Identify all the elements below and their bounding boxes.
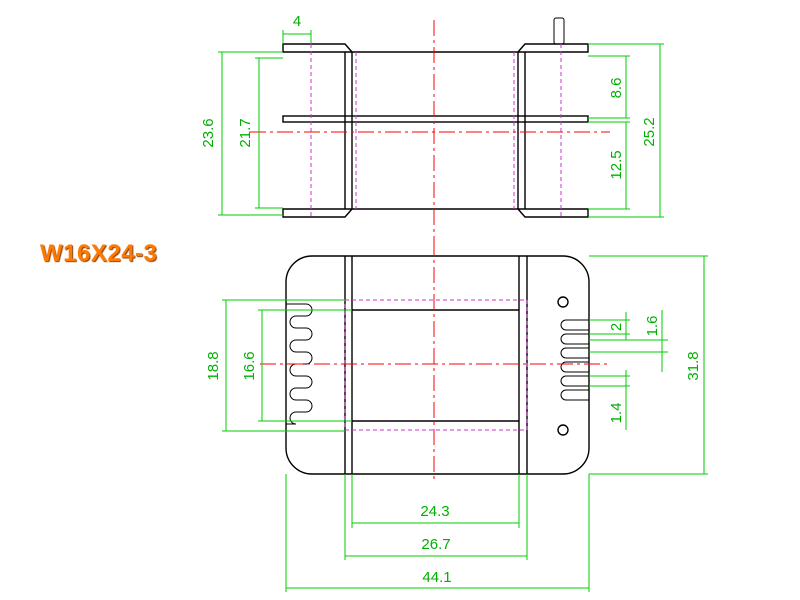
middle-divider [282, 115, 589, 123]
dimension-window-height: 18.8 [205, 299, 345, 432]
top-view: 18.8 16.6 2 1.6 1.4 [205, 240, 708, 592]
dimension-flange-tab-width: 4 [282, 13, 312, 44]
dim-label: 21.7 [237, 118, 254, 147]
dimension-overall-height-left: 23.6 [200, 51, 283, 216]
dimension-pin-gap: 1.4 [589, 370, 630, 430]
dim-label: 44.1 [422, 569, 451, 586]
dim-label: 18.8 [205, 351, 222, 380]
dim-label: 2 [608, 323, 625, 331]
dim-label: 23.6 [200, 118, 217, 147]
dimension-flange-span: 26.7 [344, 474, 528, 560]
dimension-overall-depth: 31.8 [589, 255, 708, 475]
dim-label: 16.6 [241, 351, 258, 380]
bobbin-outline [285, 255, 590, 475]
hidden-window [344, 299, 528, 431]
dimension-inner-window-height: 16.6 [241, 309, 352, 422]
dimension-pin-slot-width: 2 [589, 312, 630, 340]
dim-label: 25.2 [641, 117, 658, 146]
dimension-overall-width: 44.1 [285, 474, 590, 592]
dimension-pin-pitch: 1.6 [589, 310, 668, 372]
dimension-inner-height-left: 21.7 [237, 57, 283, 209]
mounting-hole-bottom [557, 424, 569, 436]
dim-label: 8.6 [608, 78, 625, 99]
dim-label: 1.4 [608, 403, 625, 424]
bottom-flange [282, 208, 589, 218]
dim-label: 24.3 [420, 503, 449, 520]
dim-label: 31.8 [685, 351, 702, 380]
dimension-core-window-width: 24.3 [351, 474, 520, 528]
right-pin-slots [560, 319, 589, 401]
dimension-upper-slot-height: 8.6 [588, 55, 630, 119]
terminal-pin [553, 17, 565, 45]
top-flange [282, 43, 589, 53]
dim-label: 4 [293, 13, 301, 30]
side-view: 4 23.6 21.7 8.6 12.5 [200, 13, 664, 240]
dim-label: 26.7 [421, 536, 450, 553]
part-number-title: W16X24-3 [40, 240, 158, 267]
dimension-lower-slot-height: 12.5 [588, 121, 630, 210]
mounting-hole-top [557, 296, 569, 308]
dim-label: 1.6 [644, 316, 661, 337]
dim-label: 12.5 [608, 150, 625, 179]
dimension-overall-height-right: 25.2 [588, 43, 664, 218]
